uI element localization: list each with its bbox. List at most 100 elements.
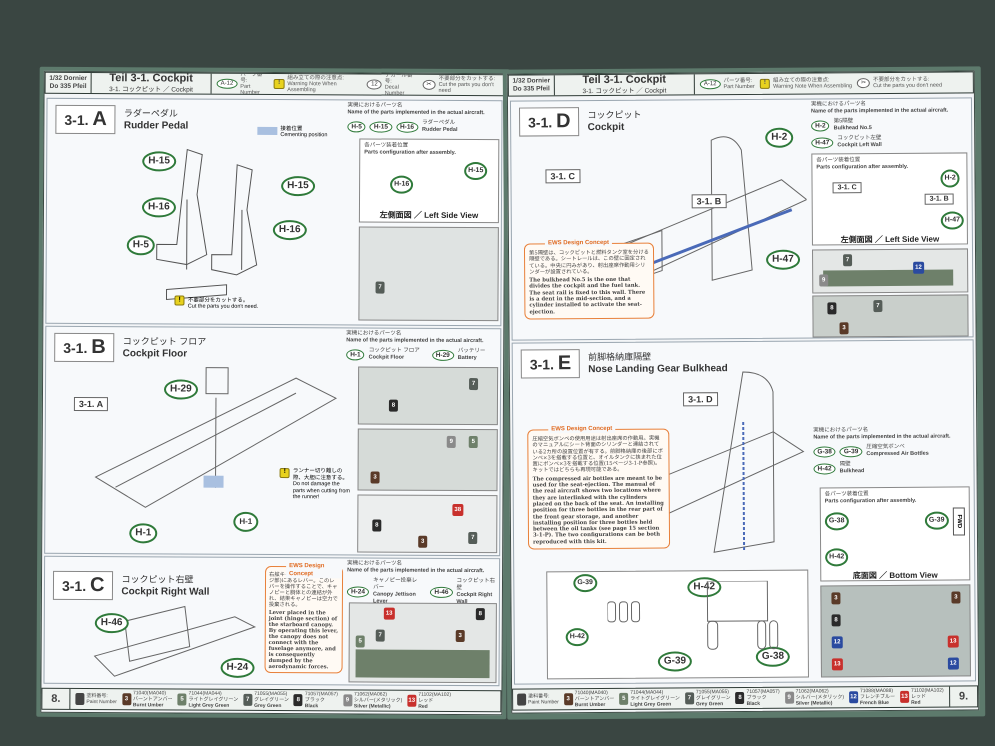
part-callout: H-46 bbox=[94, 613, 129, 634]
warning-icon: ! bbox=[273, 79, 285, 90]
part-callout: H-16 bbox=[272, 219, 307, 241]
part-callout: H-15 bbox=[142, 151, 176, 172]
legend-warning: !組み立ての際の注意点:Warning Note When Assembling bbox=[273, 75, 362, 93]
wall-part bbox=[355, 649, 490, 679]
right-wall-photo: 13 8 7 3 5 bbox=[348, 602, 497, 684]
paint-bottle-icon: 5 bbox=[177, 693, 187, 706]
painted-pedal-photo: 7 bbox=[358, 226, 499, 322]
page-number: 9. bbox=[949, 686, 978, 707]
fwd-arrow-icon: FWD bbox=[952, 507, 965, 536]
paint-bottle-icon: 7 bbox=[243, 693, 253, 706]
runner-warning: !ランナー切り離しの際、大胆に注意する。Do not damage the pa… bbox=[279, 468, 351, 501]
part-callout: H-24 bbox=[220, 657, 255, 678]
part-callout: H-1 bbox=[129, 523, 158, 544]
paint-bottle-icon: 5 bbox=[619, 692, 629, 705]
paint-bottle-icon: 9 bbox=[784, 691, 794, 704]
scissors-icon: ✂ bbox=[857, 78, 871, 89]
paint-bottle-icon: 13 bbox=[899, 690, 910, 703]
paint-bottle-icon: 12 bbox=[848, 691, 859, 704]
part-callout: H-15 bbox=[281, 176, 315, 197]
step-reference: 3-1. D bbox=[682, 392, 718, 407]
legend-cut: ✂不要部分をカットする:Cut the parts you don't need bbox=[422, 76, 503, 94]
right-wall-diagram bbox=[93, 605, 257, 677]
paint-bottle-icon: 8 bbox=[293, 694, 303, 707]
step-reference: 3-1. C bbox=[545, 169, 581, 184]
warning-icon: ! bbox=[279, 468, 290, 479]
paint-bottle-icon: 13 bbox=[407, 694, 417, 707]
part-callout: H-15 bbox=[464, 161, 488, 181]
paint-bottle-icon: 3 bbox=[563, 693, 573, 706]
bottles-drawing bbox=[607, 580, 779, 650]
warning-icon: ! bbox=[759, 78, 771, 89]
bulkhead-photo: 3 8 12 13 3 13 12 bbox=[820, 584, 971, 678]
step-reference: 3-1. A bbox=[73, 396, 109, 412]
step-reference: 3-1. B bbox=[691, 194, 727, 209]
paint-bottle-icon: 9 bbox=[342, 694, 352, 707]
cement-swatch bbox=[257, 126, 278, 136]
part-callout: H-29 bbox=[163, 379, 198, 400]
page-number: 8. bbox=[42, 688, 71, 709]
air-bottle-inset: H-42 G-39 G-38 G-39 H-42 bbox=[546, 569, 809, 680]
rudder-pedal-diagram bbox=[156, 148, 258, 300]
part-callout: H-16 bbox=[390, 175, 414, 194]
part-callout: H-16 bbox=[141, 197, 176, 218]
paint-bottle-icon: 7 bbox=[684, 692, 694, 705]
cockpit-floor-diagram bbox=[94, 367, 338, 508]
scissors-icon: ✂ bbox=[422, 79, 436, 90]
paint-bottle-icon: 3 bbox=[121, 693, 132, 706]
cut-note: !不要部分をカットする。Cut the parts you don't need… bbox=[174, 295, 258, 310]
part-callout: H-5 bbox=[126, 235, 155, 256]
warning-icon: ! bbox=[174, 295, 185, 306]
part-callout: H-1 bbox=[233, 511, 259, 532]
paint-bottle-icon: 8 bbox=[735, 692, 745, 705]
